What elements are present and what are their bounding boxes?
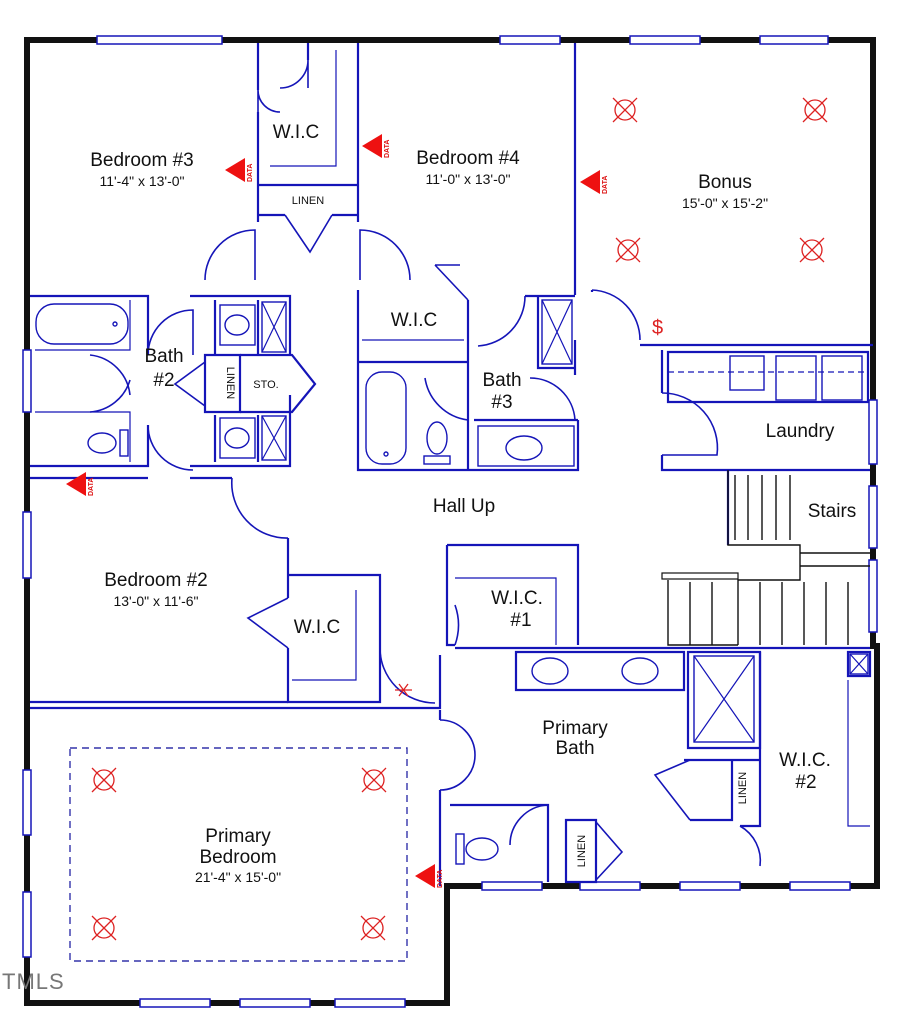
svg-text:DATA: DATA xyxy=(437,870,444,888)
stairs xyxy=(661,470,870,646)
data-port-icon: DATA xyxy=(415,864,444,888)
ceiling-fan-icon xyxy=(91,915,117,941)
data-markers: DATA DATA DATA DATA DATA xyxy=(66,134,609,888)
bonus-dims: 15'-0" x 15'-2" xyxy=(682,195,768,211)
linen-primary-label: LINEN xyxy=(576,835,588,867)
bonus-name: Bonus xyxy=(698,172,752,193)
hall-label: Hall Up xyxy=(433,496,495,517)
ceiling-fan-icon xyxy=(615,237,641,263)
wic-top-label: W.I.C xyxy=(273,122,319,143)
ceiling-fan-icon xyxy=(799,237,825,263)
linen-top-label: LINEN xyxy=(292,195,324,207)
linen-wic2-label: LINEN xyxy=(737,772,749,804)
switch-icon xyxy=(395,683,412,697)
primary-bedroom-line1: Primary xyxy=(205,826,271,847)
bath2-line2: #2 xyxy=(153,370,174,391)
data-port-icon: DATA xyxy=(580,170,609,194)
room-labels: Bedroom #3 11'-4" x 13'-0" Bedroom #4 11… xyxy=(90,122,856,885)
switch-icon: $ xyxy=(652,317,663,339)
bedroom4-dims: 11'-0" x 13'-0" xyxy=(425,171,510,187)
svg-text:DATA: DATA xyxy=(88,478,95,496)
fixtures xyxy=(35,299,869,865)
data-port-icon: DATA xyxy=(362,134,391,158)
doors xyxy=(89,59,762,867)
wic-bed2-label: W.I.C xyxy=(294,617,340,638)
primary-bath-line2: Bath xyxy=(555,738,594,759)
wic2-line1: W.I.C. xyxy=(779,750,831,771)
wic1-line1: W.I.C. xyxy=(491,588,543,609)
bedroom3-name: Bedroom #3 xyxy=(90,150,194,171)
bedroom2-dims: 13'-0" x 11'-6" xyxy=(113,593,198,609)
primary-bedroom-dims: 21'-4" x 15'-0" xyxy=(195,869,281,885)
ceiling-fan-icon xyxy=(361,767,387,793)
watermark-logo: TMLS xyxy=(2,969,65,994)
wic1-line2: #1 xyxy=(510,610,531,631)
bedroom2-name: Bedroom #2 xyxy=(104,570,208,591)
wic-mid-label: W.I.C xyxy=(391,310,437,331)
bedroom4-name: Bedroom #4 xyxy=(416,148,520,169)
ceiling-fan-icon xyxy=(360,915,386,941)
primary-bedroom-line2: Bedroom xyxy=(199,847,276,868)
bedroom3-dims: 11'-4" x 13'-0" xyxy=(99,173,184,189)
sto-label: STO. xyxy=(253,379,278,391)
bath3-line1: Bath xyxy=(482,370,521,391)
stairs-label: Stairs xyxy=(808,501,857,522)
ceiling-fixtures: $ xyxy=(91,97,828,941)
primary-bath-line1: Primary xyxy=(542,718,608,739)
ceiling-fan-icon xyxy=(802,97,828,123)
tray-ceiling-outline xyxy=(69,747,408,962)
svg-text:DATA: DATA xyxy=(384,140,391,158)
svg-text:DATA: DATA xyxy=(602,176,609,194)
wic2-line2: #2 xyxy=(795,772,816,793)
data-port-icon: DATA xyxy=(66,472,95,496)
data-port-icon: DATA xyxy=(225,158,254,182)
bath2-line1: Bath xyxy=(144,346,183,367)
ceiling-fan-icon xyxy=(91,767,117,793)
svg-text:DATA: DATA xyxy=(247,164,254,182)
windows xyxy=(22,35,878,1008)
linen-bath2-label: LINEN xyxy=(224,367,236,399)
bath3-line2: #3 xyxy=(491,392,512,413)
laundry-label: Laundry xyxy=(766,421,835,442)
ceiling-fan-icon xyxy=(612,97,638,123)
